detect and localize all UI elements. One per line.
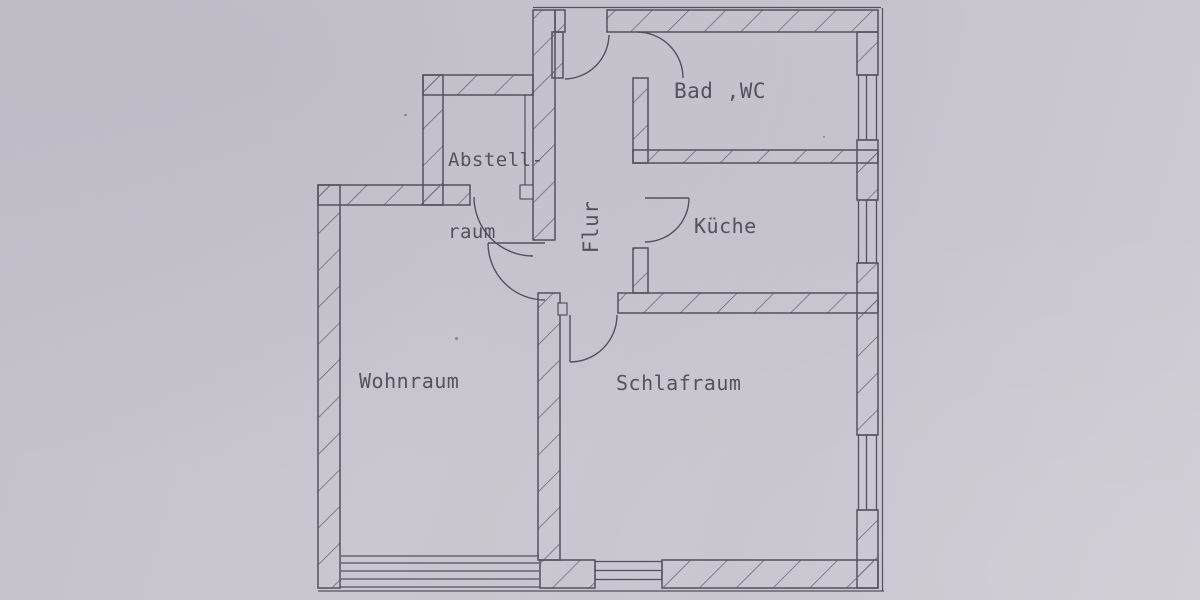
window-kueche <box>857 199 878 264</box>
window-frame <box>857 434 878 511</box>
room-label-line: Abstell- <box>448 149 544 171</box>
room-label-line: raum <box>448 221 496 243</box>
room-label-abstellraum: Abstell- raum <box>448 100 544 292</box>
entrance-door-jamb <box>551 31 564 79</box>
room-label-bad-wc: Bad ,WC <box>674 79 767 103</box>
wall-right-seg3 <box>856 262 879 436</box>
room-label-kueche: Küche <box>694 214 757 238</box>
abstellraum-door-arc <box>473 196 534 257</box>
wall-kueche-schlafraum <box>617 292 879 314</box>
paper-speck <box>823 136 825 138</box>
door-arc <box>487 242 546 301</box>
detail-lines <box>318 6 884 592</box>
window-bad <box>857 74 878 141</box>
doors <box>473 31 690 363</box>
paper-speck <box>455 337 458 340</box>
wall-flur-left <box>532 9 556 241</box>
schlafraum-door <box>569 314 618 363</box>
wall-wohnraum-schlafraum <box>537 292 561 561</box>
wall-left <box>317 184 341 589</box>
paper-speck <box>404 114 407 116</box>
window-wohnraum-band <box>340 555 540 588</box>
wall-bottom-seg2 <box>661 559 879 589</box>
kueche-door <box>644 197 690 243</box>
window-frame <box>857 74 878 141</box>
wall-abstellraum-top <box>422 74 534 96</box>
wall-bad-kueche <box>632 149 879 164</box>
entrance-door-arc <box>564 34 610 80</box>
abstellraum-door-jamb <box>519 184 534 200</box>
wohnraum-door <box>487 242 546 301</box>
wall-bottom-seg1 <box>539 559 596 589</box>
wall-flur-kueche-lower <box>632 247 649 294</box>
wall-top <box>606 9 879 33</box>
walls <box>317 9 879 589</box>
window-schlafraum-bottom <box>594 560 663 581</box>
wall-right-seg1 <box>856 31 879 76</box>
door-arc <box>644 197 690 243</box>
bad-door-arc <box>636 31 684 79</box>
window-frame <box>857 199 878 264</box>
room-label-schlafraum: Schlafraum <box>616 371 742 395</box>
windows <box>340 74 878 588</box>
schlafraum-door-jamb <box>557 302 568 316</box>
window-schlafraum <box>857 434 878 511</box>
door-arc <box>569 314 618 363</box>
wall-right-seg2 <box>856 139 879 201</box>
wall-top-left-piece <box>554 9 566 33</box>
room-label-wohnraum: Wohnraum <box>359 369 460 393</box>
room-label-flur: Flur <box>579 200 603 254</box>
